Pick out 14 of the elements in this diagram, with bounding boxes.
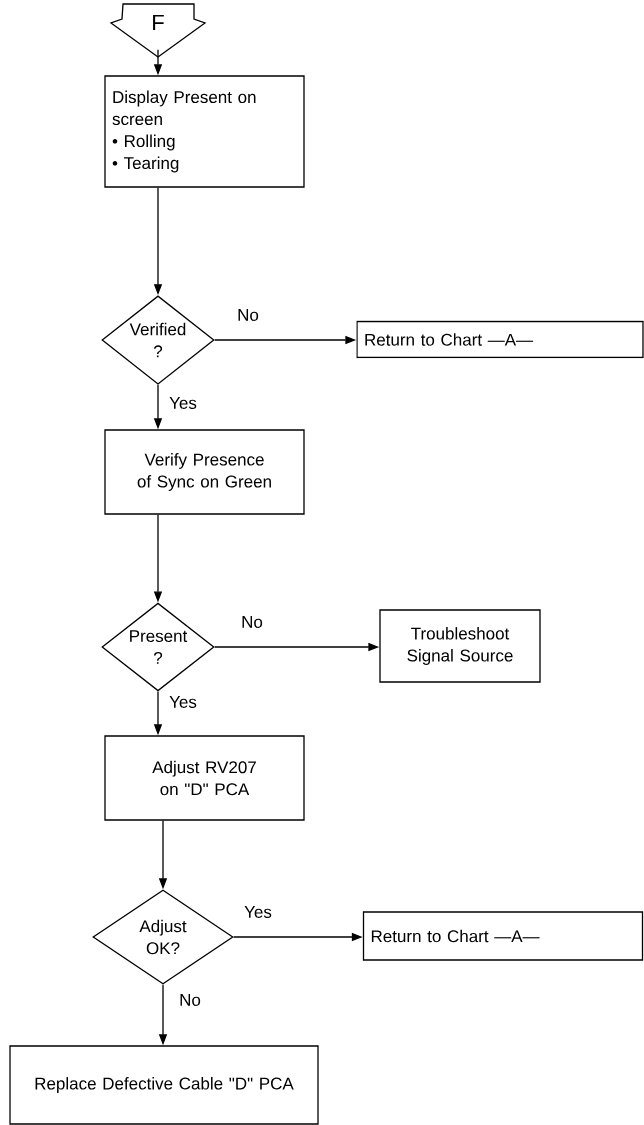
process-box: Display Present on screen • Rolling • Tearing (104, 75, 305, 188)
offpage-connector: F (109, 3, 207, 58)
process-box: Adjust RV207 on "D" PCA (104, 735, 305, 821)
process-box: Verify Presence of Sync on Green (104, 429, 305, 515)
edge-label: Yes (244, 906, 272, 918)
edge-label: No (180, 994, 201, 1006)
edge-label: Yes (169, 696, 197, 708)
process-box: Return to Chart —A— (362, 911, 644, 961)
process-box: Troubleshoot Signal Source (379, 609, 541, 683)
process-box: Replace Defective Cable "D" PCA (9, 1045, 319, 1125)
process-box: Return to Chart —A— (356, 320, 644, 359)
edge-label: No (242, 616, 263, 628)
edge-label: No (238, 309, 259, 321)
edge-label: Yes (169, 397, 197, 409)
